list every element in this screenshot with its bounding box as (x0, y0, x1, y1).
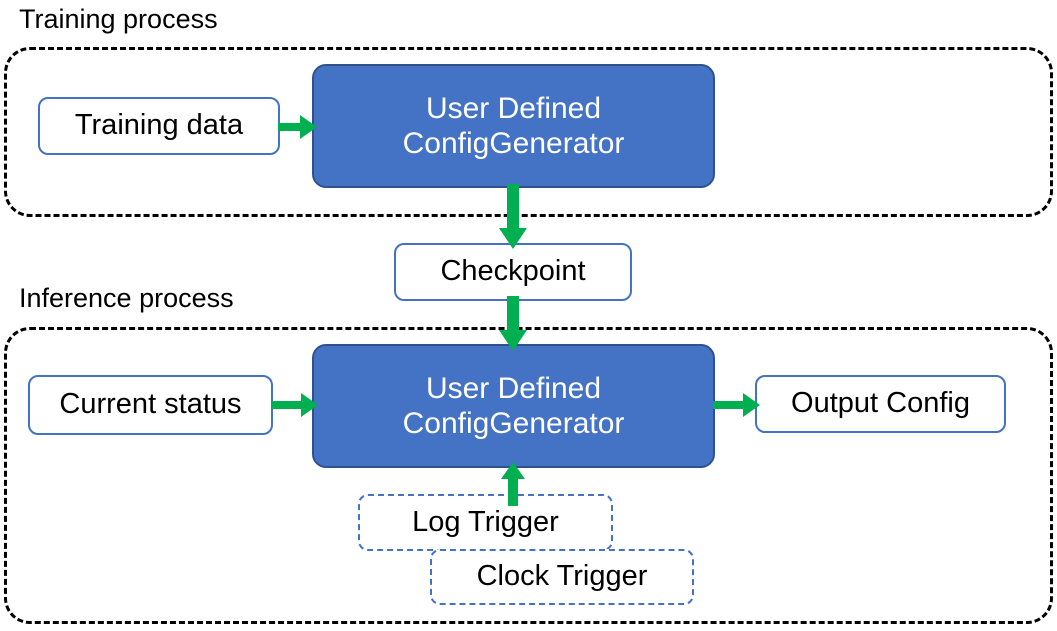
inference-process-container (4, 327, 1053, 624)
node-log-trigger-label: Log Trigger (412, 505, 559, 538)
node-inference-config-generator-line1: User Defined (425, 371, 602, 405)
node-checkpoint-label: Checkpoint (440, 255, 586, 288)
node-clock-trigger-label: Clock Trigger (476, 560, 648, 593)
node-training-data[interactable]: Training data (38, 97, 280, 155)
training-process-container (4, 47, 1053, 217)
node-checkpoint[interactable]: Checkpoint (394, 243, 632, 301)
inference-process-title: Inference process (19, 283, 234, 313)
arrow-training-data-to-config-generator-icon (278, 112, 318, 142)
node-log-trigger[interactable]: Log Trigger (358, 494, 613, 551)
node-inference-config-generator-line2: ConfigGenerator (402, 407, 625, 440)
training-process-title: Training process (19, 4, 218, 34)
node-current-status[interactable]: Current status (28, 375, 273, 435)
node-output-config[interactable]: Output Config (755, 375, 1006, 433)
arrow-triggers-to-config-generator-icon (500, 462, 526, 506)
arrow-config-generator-to-output-config-icon (713, 390, 761, 420)
node-training-data-label: Training data (74, 109, 244, 142)
arrow-config-generator-to-checkpoint-icon (498, 184, 528, 250)
node-inference-config-generator-text: User Defined ConfigGenerator (403, 371, 625, 442)
node-training-config-generator-line2: ConfigGenerator (402, 127, 625, 160)
node-output-config-label: Output Config (791, 387, 970, 420)
node-inference-config-generator[interactable]: User Defined ConfigGenerator (312, 344, 715, 468)
node-current-status-label: Current status (59, 388, 242, 421)
node-training-config-generator-line1: User Defined (425, 91, 602, 125)
arrow-checkpoint-to-inference-config-generator-icon (498, 296, 528, 352)
node-clock-trigger[interactable]: Clock Trigger (430, 549, 694, 605)
node-training-config-generator-text: User Defined ConfigGenerator (403, 91, 625, 162)
node-training-config-generator[interactable]: User Defined ConfigGenerator (312, 64, 715, 188)
arrow-current-status-to-config-generator-icon (271, 390, 319, 420)
